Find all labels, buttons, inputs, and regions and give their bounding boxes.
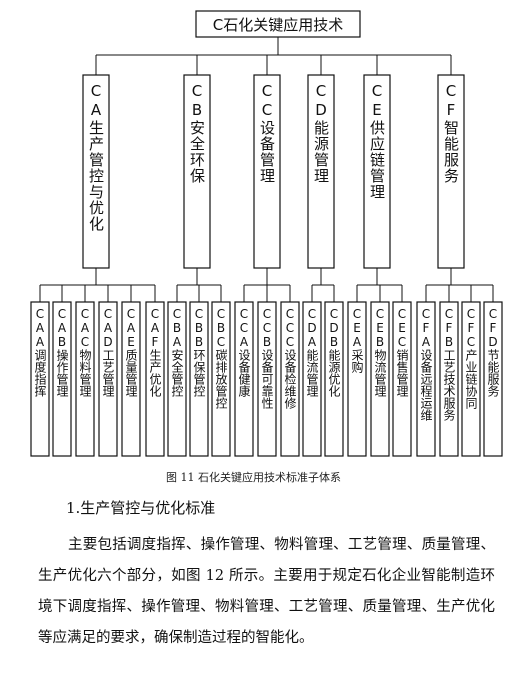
child-box	[189, 301, 209, 457]
child-box	[416, 301, 436, 457]
child-box	[257, 301, 277, 457]
child-box	[324, 301, 344, 457]
child-box	[98, 301, 118, 457]
child-label: CCC设备检维修	[283, 307, 297, 409]
child-label: CAC物料管理	[78, 307, 92, 397]
child-box	[439, 301, 459, 457]
child-label: CFD节能服务	[486, 307, 500, 397]
child-label: CFA设备远程运维	[419, 307, 433, 421]
section-heading: 1.生产管控与优化标准	[66, 499, 216, 517]
child-box	[461, 301, 481, 457]
branch-box	[253, 74, 281, 269]
child-label: CDB能源优化	[327, 307, 341, 397]
child-box	[121, 301, 141, 457]
child-label: CAF生产优化	[148, 307, 162, 397]
child-box	[211, 301, 231, 457]
branch-box	[363, 74, 391, 269]
figure-caption: 图 11 石化关键应用技术标准子体系	[166, 471, 341, 484]
child-box	[52, 301, 72, 457]
branch-label: CC设备管理	[258, 82, 276, 184]
child-box	[483, 301, 503, 457]
child-label: CFB工艺技术服务	[442, 307, 456, 421]
standard-hierarchy-diagram	[30, 10, 503, 457]
child-box	[347, 301, 367, 457]
child-box	[392, 301, 412, 457]
child-label: CBC碳排放管控	[214, 307, 228, 409]
child-label: CAB操作管理	[55, 307, 69, 397]
diagram-root-label: C石化关键应用技术	[212, 15, 344, 34]
child-box	[280, 301, 300, 457]
branch-label: CF智能服务	[442, 82, 460, 184]
diagram-root-box	[195, 10, 361, 38]
child-label: CCB设备可靠性	[260, 307, 274, 409]
child-box	[370, 301, 390, 457]
branch-box	[437, 74, 465, 269]
child-box	[145, 301, 165, 457]
child-label: CEC销售管理	[395, 307, 409, 397]
child-label: CDA能流管理	[305, 307, 319, 397]
child-label: CAA调度指挥	[33, 307, 47, 397]
child-label: CEB物流管理	[373, 307, 387, 397]
child-label: CBB环保管控	[192, 307, 206, 397]
child-label: CCA设备健康	[237, 307, 251, 397]
branch-box	[307, 74, 335, 269]
section-body-paragraph: 主要包括调度指挥、操作管理、物料管理、工艺管理、质量管理、生产优化六个部分，如图…	[38, 537, 495, 646]
child-label: CBA安全管控	[170, 307, 184, 397]
child-label: CEA采购	[350, 307, 364, 373]
branch-label: CA生产管控与优化	[87, 82, 105, 232]
child-box	[302, 301, 322, 457]
child-label: CAE质量管理	[124, 307, 138, 397]
branch-box	[82, 74, 110, 269]
child-label: CFC产业链协同	[464, 307, 478, 409]
branch-label: CE供应链管理	[368, 82, 386, 200]
child-box	[234, 301, 254, 457]
branch-box	[183, 74, 211, 269]
child-box	[30, 301, 50, 457]
branch-label: CD能源管理	[312, 82, 330, 184]
branch-label: CB安全环保	[188, 82, 206, 184]
child-label: CAD工艺管理	[101, 307, 115, 397]
child-box	[167, 301, 187, 457]
child-box	[75, 301, 95, 457]
